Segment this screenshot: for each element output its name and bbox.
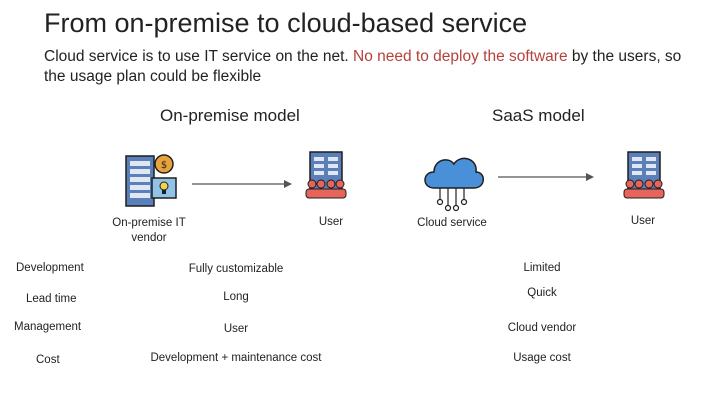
onpremise-user-caption: User [318, 216, 344, 228]
row-label-lead-time: Lead time [26, 293, 77, 305]
slide-subtitle: Cloud service is to use IT service on th… [44, 47, 684, 87]
row-label-development: Development [16, 262, 84, 274]
cell-saas-lead-time: Quick [527, 287, 557, 299]
cell-onpremise-development: Fully customizable [188, 263, 284, 275]
cell-saas-development: Limited [523, 262, 561, 274]
arrow-right-icon [498, 173, 594, 181]
cell-onpremise-management: User [223, 323, 249, 335]
cell-saas-cost: Usage cost [513, 352, 571, 364]
saas-vendor-caption: Cloud service [417, 217, 487, 229]
subtitle-text-end: by the users, so the usage plan could be… [44, 48, 682, 85]
cell-onpremise-cost: Development + maintenance cost [150, 352, 322, 364]
svg-text:$: $ [161, 160, 167, 171]
office-building-people-icon [305, 151, 347, 199]
row-label-management: Management [14, 321, 82, 333]
saas-user-caption: User [630, 215, 656, 227]
subtitle-text: Cloud service is to use IT service on th… [44, 48, 354, 65]
office-building-people-icon [623, 151, 665, 199]
cloud-network-icon [424, 157, 484, 212]
cell-saas-management: Cloud vendor [507, 322, 577, 334]
saas-model-heading: SaaS model [492, 106, 585, 125]
server-building-gear-icon: $ [125, 154, 177, 207]
onpremise-model-heading: On-premise model [160, 106, 300, 125]
row-label-cost: Cost [36, 354, 60, 366]
arrow-right-icon [192, 180, 292, 188]
subtitle-highlight: No need to deploy the software [353, 48, 568, 65]
cell-onpremise-lead-time: Long [223, 291, 249, 303]
slide-title: From on-premise to cloud-based service [44, 8, 528, 38]
onpremise-vendor-caption: On-premise IT vendor [112, 217, 186, 244]
